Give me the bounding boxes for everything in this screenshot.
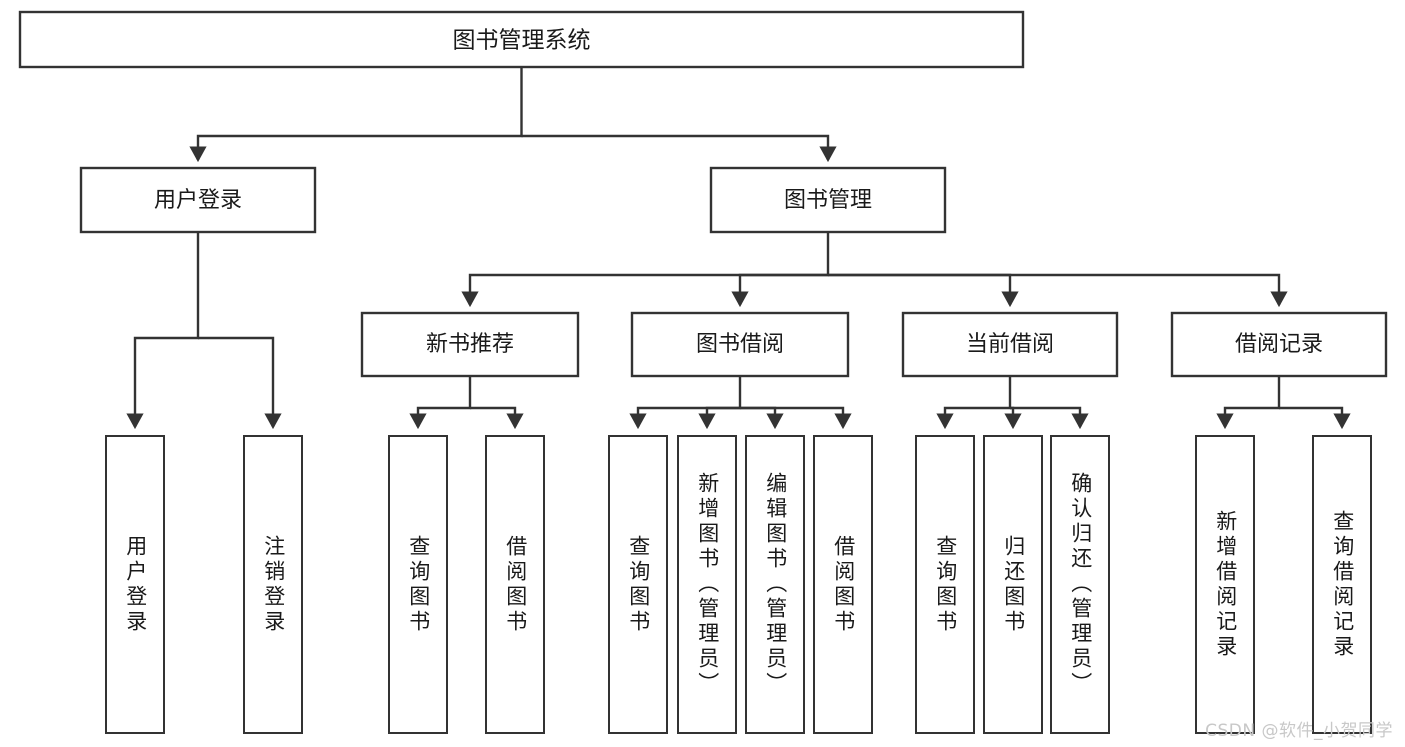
node-book-management[interactable]: 图书管理 <box>709 166 947 234</box>
node-current-borrow-label: 当前借阅 <box>966 332 1054 357</box>
leaf-node[interactable]: 确认归还（管理员） <box>1050 435 1110 734</box>
leaf-node-label: 查询图书 <box>406 534 431 635</box>
edge-borrow-to-leaf3 <box>740 406 784 430</box>
leaf-node[interactable]: 归还图书 <box>983 435 1043 734</box>
root-node-box[interactable] <box>18 10 1025 69</box>
leaf-node-label: 借阅图书 <box>503 534 528 635</box>
leaf-node[interactable]: 查询图书 <box>608 435 668 734</box>
connector-layer <box>126 67 1351 430</box>
edge-current-to-leaf1 <box>936 376 1012 430</box>
edge-bookmgmt-to-newbook <box>461 232 830 308</box>
leaf-node-label: 归还图书 <box>1001 534 1026 635</box>
node-new-book-recommend-box[interactable] <box>360 311 580 378</box>
edge-newbook-to-leaf2 <box>470 406 524 430</box>
leaf-node-label: 注销登录 <box>261 534 286 635</box>
edge-borrow-to-leaf2 <box>698 406 740 430</box>
edge-bookmgmt-to-record <box>828 273 1288 308</box>
edge-current-to-leaf2 <box>1004 406 1022 430</box>
edge-record-to-leaf1 <box>1216 376 1281 430</box>
leaf-node-label: 新增图书（管理员） <box>695 472 720 697</box>
edge-userlogin-to-leaf2 <box>198 336 282 430</box>
watermark-text: CSDN @软件_小贺同学 <box>1205 721 1393 741</box>
edge-borrow-to-leaf1 <box>629 376 742 430</box>
node-book-management-box[interactable] <box>709 166 947 234</box>
root-node[interactable]: 图书管理系统 <box>18 10 1025 69</box>
leaf-node-label: 查询借阅记录 <box>1330 509 1355 660</box>
edge-bookmgmt-to-borrow <box>731 273 828 308</box>
leaf-node[interactable]: 新增借阅记录 <box>1195 435 1255 734</box>
leaf-node[interactable]: 借阅图书 <box>485 435 545 734</box>
node-borrow-record[interactable]: 借阅记录 <box>1170 311 1388 378</box>
edge-record-to-leaf2 <box>1279 406 1351 430</box>
leaf-node[interactable]: 查询借阅记录 <box>1312 435 1372 734</box>
node-book-borrow-box[interactable] <box>630 311 850 378</box>
node-current-borrow[interactable]: 当前借阅 <box>901 311 1119 378</box>
node-borrow-record-label: 借阅记录 <box>1235 332 1323 357</box>
leaf-node[interactable]: 查询图书 <box>915 435 975 734</box>
leaf-node-label: 确认归还（管理员） <box>1068 472 1093 697</box>
edge-userlogin-to-leaf1 <box>126 232 200 430</box>
edge-newbook-to-leaf1 <box>409 376 472 430</box>
node-user-login[interactable]: 用户登录 <box>79 166 317 234</box>
node-book-borrow-label: 图书借阅 <box>696 332 784 357</box>
edge-bookmgmt-to-current <box>828 273 1019 308</box>
leaf-node[interactable]: 新增图书（管理员） <box>677 435 737 734</box>
node-borrow-record-box[interactable] <box>1170 311 1388 378</box>
leaf-node[interactable]: 借阅图书 <box>813 435 873 734</box>
leaf-node[interactable]: 注销登录 <box>243 435 303 734</box>
leaf-node-label: 借阅图书 <box>831 534 856 635</box>
node-book-management-label: 图书管理 <box>784 188 872 213</box>
leaf-node-label: 编辑图书（管理员） <box>763 472 788 697</box>
leaf-node-label: 新增借阅记录 <box>1213 509 1238 660</box>
leaf-node-label: 查询图书 <box>933 534 958 635</box>
edge-current-to-leaf3 <box>1010 406 1089 430</box>
root-node-label: 图书管理系统 <box>453 28 591 54</box>
node-new-book-recommend-label: 新书推荐 <box>426 332 514 357</box>
leaf-node[interactable]: 查询图书 <box>388 435 448 734</box>
leaf-node[interactable]: 用户登录 <box>105 435 165 734</box>
leaf-node-label: 查询图书 <box>626 534 651 635</box>
node-new-book-recommend[interactable]: 新书推荐 <box>360 311 580 378</box>
node-user-login-label: 用户登录 <box>154 188 242 213</box>
leaf-node-label: 用户登录 <box>123 534 148 635</box>
node-book-borrow[interactable]: 图书借阅 <box>630 311 850 378</box>
leaf-node[interactable]: 编辑图书（管理员） <box>745 435 805 734</box>
node-user-login-box[interactable] <box>79 166 317 234</box>
edge-root-to-book-mgmt <box>521 134 837 163</box>
edge-root-to-user-login <box>189 67 523 163</box>
node-current-borrow-box[interactable] <box>901 311 1119 378</box>
edge-borrow-to-leaf4 <box>740 406 852 430</box>
